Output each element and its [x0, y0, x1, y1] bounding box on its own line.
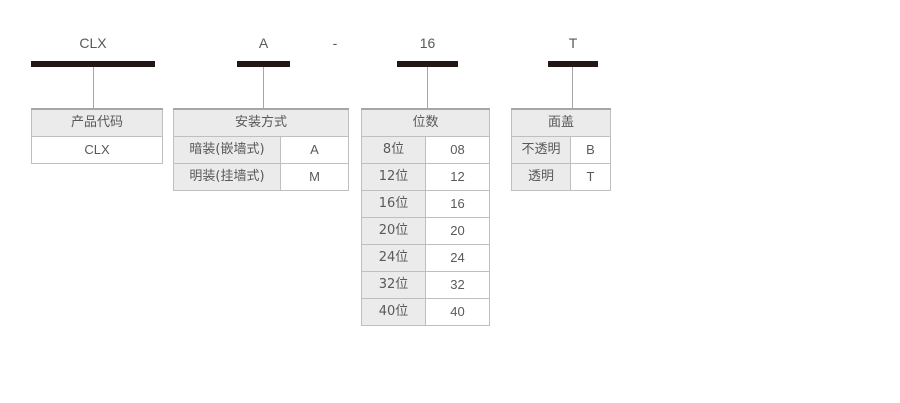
- legend-value-product-code: CLX: [31, 136, 163, 164]
- legend-header-row: 安装方式: [172, 108, 350, 137]
- legend-name: 透明: [511, 163, 571, 191]
- legend-code: 08: [424, 136, 491, 164]
- legend-row: 明装(挂墙式) M: [173, 163, 350, 191]
- legend-row: 40位 40: [361, 298, 491, 326]
- legend-row: 16位 16: [361, 190, 491, 218]
- code-segment-bar-face-cover: [548, 61, 598, 67]
- legend-header-row: 位数: [360, 108, 491, 137]
- legend-name: 8位: [361, 136, 426, 164]
- legend-code: 12: [424, 163, 491, 191]
- connector-line-product-code: [93, 67, 94, 108]
- legend-title-face-cover: 面盖: [510, 108, 612, 137]
- legend-code: B: [569, 136, 612, 164]
- legend-row: 32位 32: [361, 271, 491, 299]
- legend-name: 24位: [361, 244, 426, 272]
- legend-header-row: 产品代码: [31, 108, 163, 137]
- legend-name: 12位: [361, 163, 426, 191]
- code-segment-bar-mounting-type: [237, 61, 290, 67]
- legend-name: 20位: [361, 217, 426, 245]
- legend-row: 24位 24: [361, 244, 491, 272]
- code-segment-bar-position-count: [397, 61, 458, 67]
- legend-name: 暗装(嵌墙式): [173, 136, 281, 164]
- connector-line-mounting-type: [263, 67, 264, 108]
- code-segment-label-face-cover: T: [568, 35, 578, 51]
- legend-title-position-count: 位数: [360, 108, 491, 137]
- code-separator-hyphen: -: [332, 35, 338, 51]
- legend-row: 透明 T: [511, 163, 612, 191]
- legend-code: A: [279, 136, 350, 164]
- legend-title-product-code: 产品代码: [31, 108, 163, 137]
- code-segment-label-product-code: CLX: [79, 35, 107, 51]
- legend-name: 明装(挂墙式): [173, 163, 281, 191]
- legend-code: 32: [424, 271, 491, 299]
- legend-code: 20: [424, 217, 491, 245]
- connector-line-position-count: [427, 67, 428, 108]
- legend-table-mounting-type: 安装方式 暗装(嵌墙式) A 明装(挂墙式) M: [172, 108, 350, 191]
- legend-table-position-count: 位数 8位 08 12位 12 16位 16 20位 20 24位 24: [360, 108, 491, 326]
- legend-row: 12位 12: [361, 163, 491, 191]
- legend-code: T: [569, 163, 612, 191]
- legend-code: 24: [424, 244, 491, 272]
- legend-row: 20位 20: [361, 217, 491, 245]
- legend-row: CLX: [31, 136, 163, 164]
- code-segment-label-position-count: 16: [419, 35, 436, 51]
- connector-line-face-cover: [572, 67, 573, 108]
- legend-table-product-code: 产品代码 CLX: [31, 108, 163, 164]
- legend-table-face-cover: 面盖 不透明 B 透明 T: [510, 108, 612, 191]
- legend-code: M: [279, 163, 350, 191]
- legend-row: 暗装(嵌墙式) A: [173, 136, 350, 164]
- legend-name: 40位: [361, 298, 426, 326]
- legend-title-mounting-type: 安装方式: [172, 108, 350, 137]
- legend-name: 32位: [361, 271, 426, 299]
- legend-code: 16: [424, 190, 491, 218]
- code-segment-bar-product-code: [31, 61, 155, 67]
- legend-row: 不透明 B: [511, 136, 612, 164]
- legend-header-row: 面盖: [510, 108, 612, 137]
- legend-name: 16位: [361, 190, 426, 218]
- code-segment-label-mounting-type: A: [258, 35, 269, 51]
- legend-name: 不透明: [511, 136, 571, 164]
- legend-code: 40: [424, 298, 491, 326]
- legend-row: 8位 08: [361, 136, 491, 164]
